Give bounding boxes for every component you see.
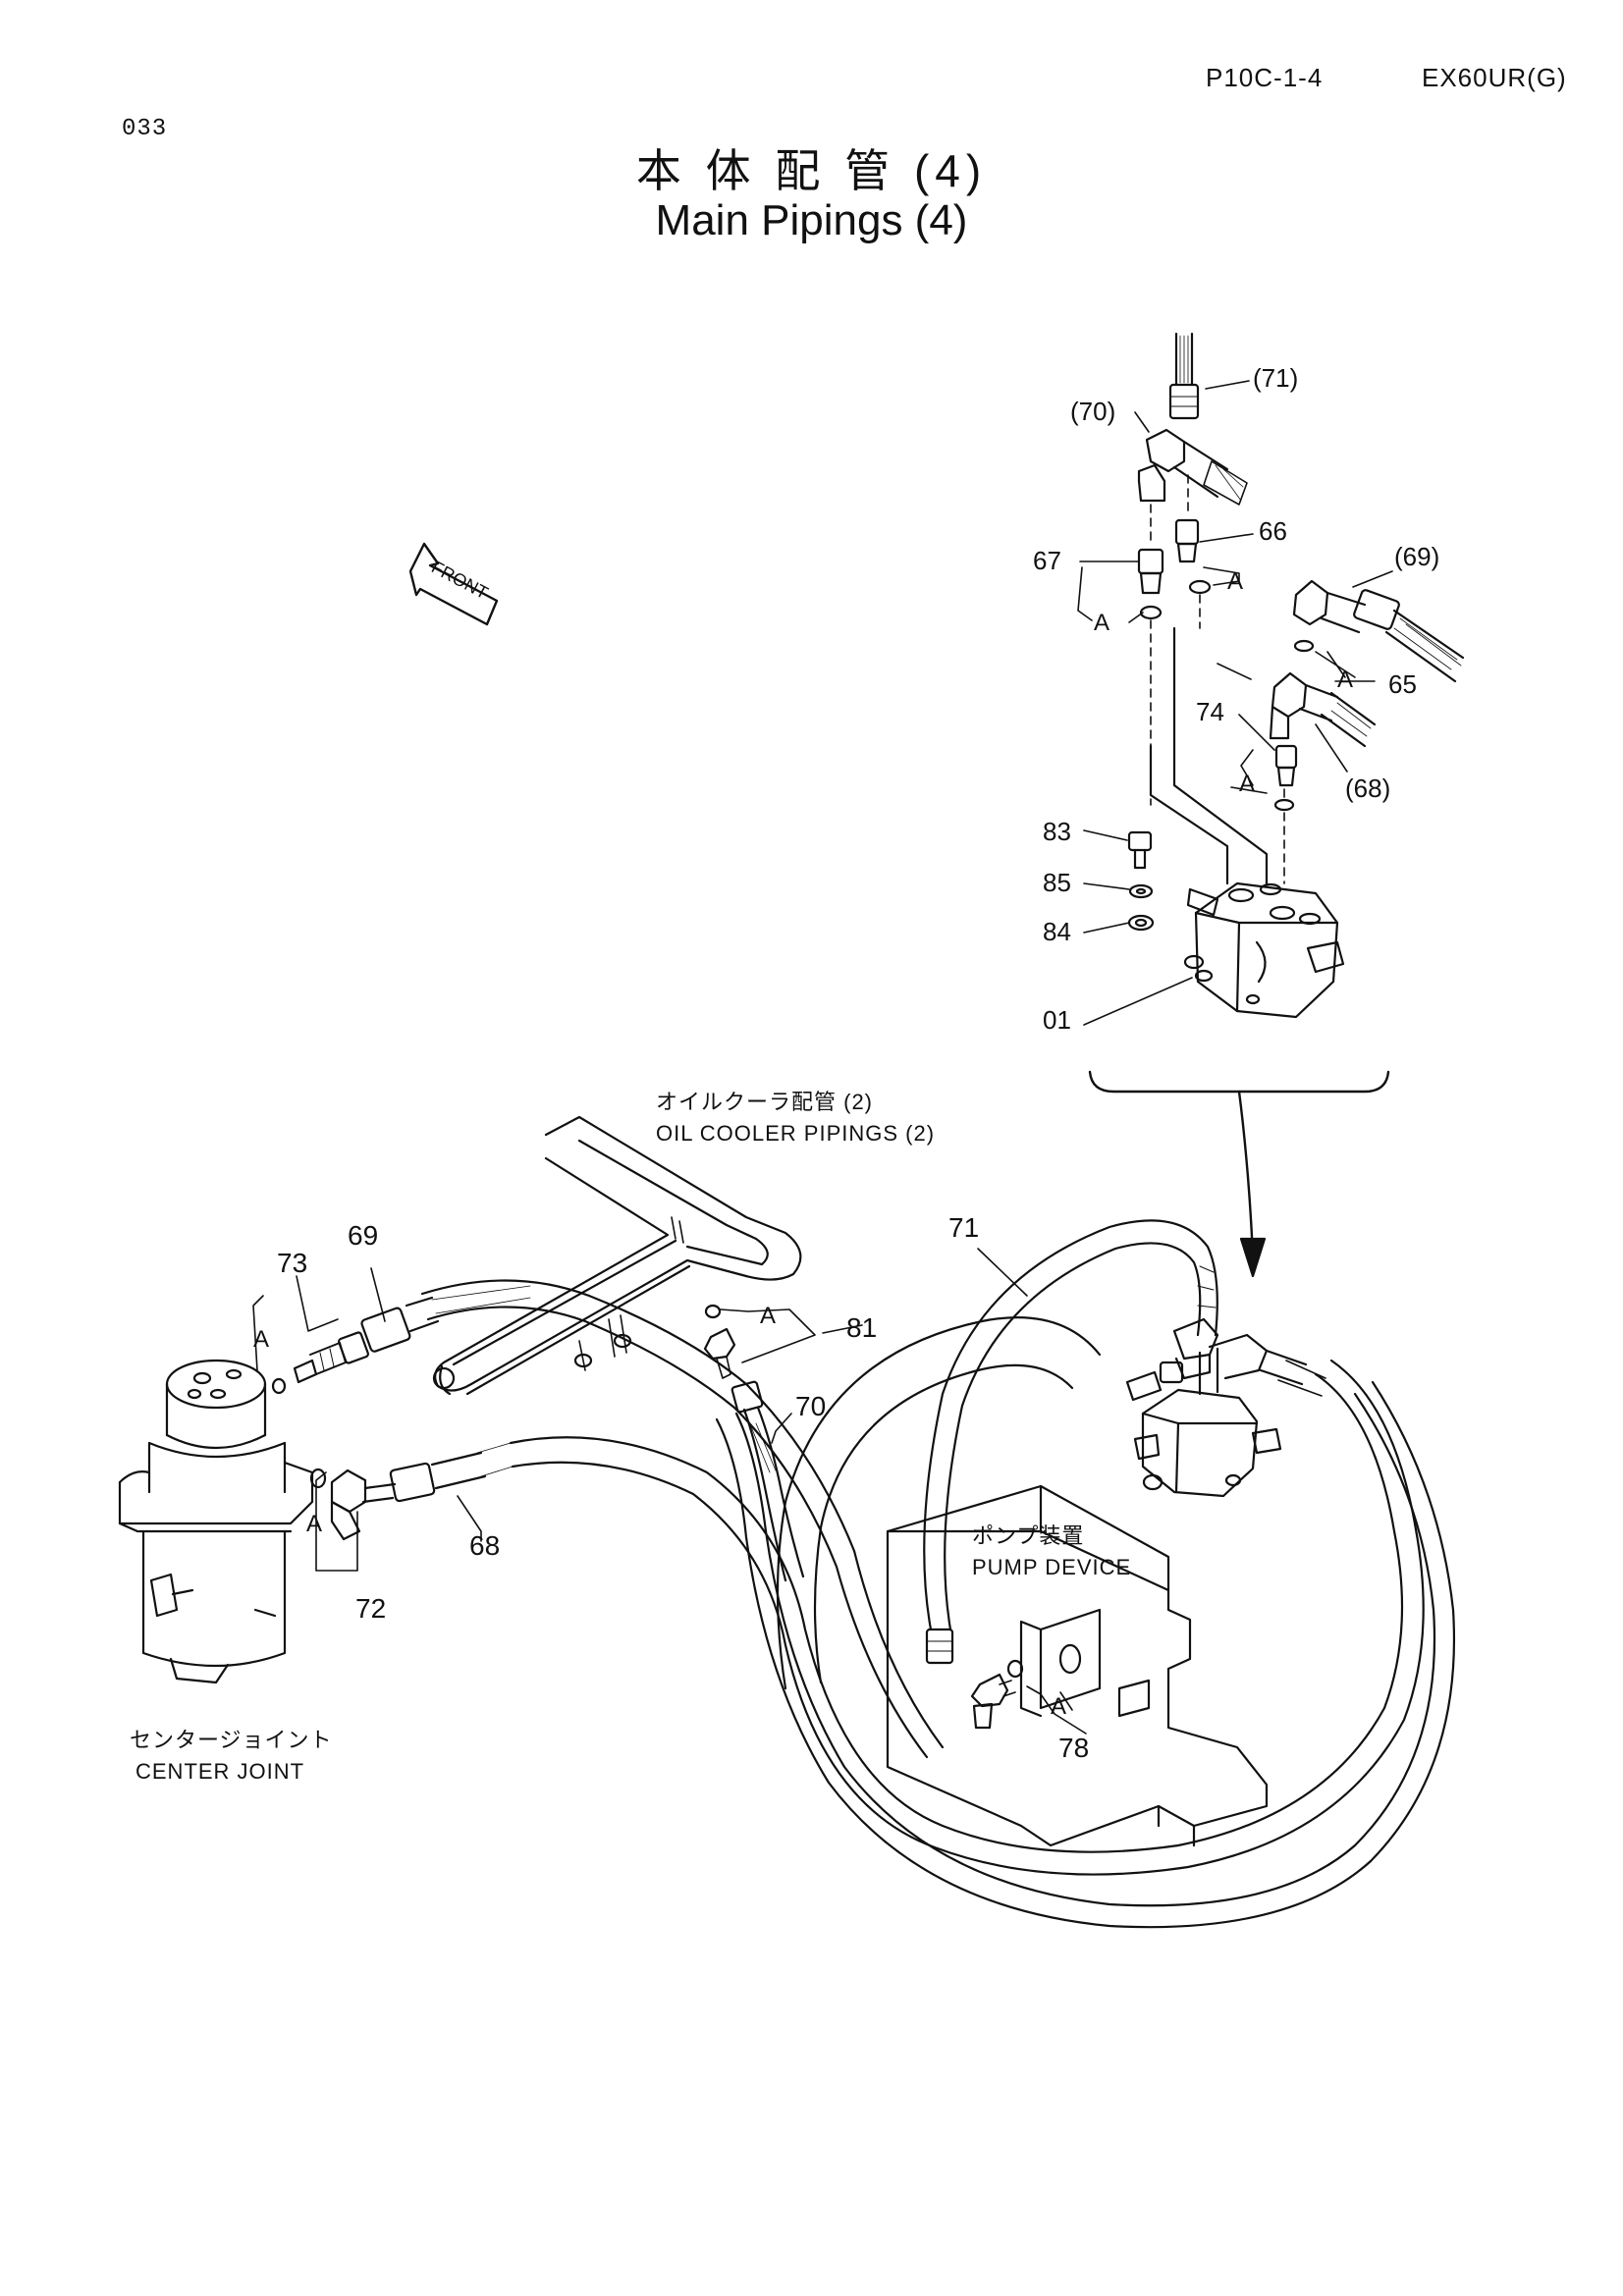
callout-a2: A <box>306 1511 322 1537</box>
callout-detail-a1: A <box>1094 610 1109 636</box>
callout-detail-67: 67 <box>1033 546 1061 575</box>
callout-detail-84: 84 <box>1043 917 1071 946</box>
callout-detail-a4: A <box>1239 771 1255 797</box>
model-code: EX60UR(G) <box>1422 63 1567 92</box>
valve-detail-view: (71) (70) 66 67 (69) 65 74 (68) 83 85 84… <box>1033 332 1465 1278</box>
callout-detail-83: 83 <box>1043 817 1071 846</box>
front-arrow-icon: FRONT <box>408 542 499 626</box>
center-joint: センタージョイント CENTER JOINT <box>118 1359 333 1784</box>
callout-68: 68 <box>469 1530 500 1561</box>
oil-cooler-piping: オイルクーラ配管 (2) OIL COOLER PIPINGS (2) <box>432 1090 935 1396</box>
callout-detail-71: (71) <box>1253 363 1298 393</box>
page-title: Main Pipings (4) <box>655 196 968 244</box>
callout-detail-74: 74 <box>1196 697 1224 726</box>
callout-detail-01: 01 <box>1043 1005 1071 1035</box>
callout-detail-66: 66 <box>1259 516 1287 546</box>
callout-81: 81 <box>846 1312 877 1343</box>
main-view-leaders <box>252 1248 1087 1735</box>
oil-cooler-label-japanese: オイルクーラ配管 (2) <box>656 1090 873 1114</box>
callout-detail-85: 85 <box>1043 868 1071 897</box>
callout-detail-a2: A <box>1227 568 1243 595</box>
center-joint-fittings <box>271 1279 1456 1929</box>
pump-device-label-japanese: ポンプ装置 <box>972 1523 1084 1548</box>
center-joint-label-japanese: センタージョイント <box>130 1728 333 1752</box>
callout-detail-69: (69) <box>1394 542 1439 571</box>
pump-device: ポンプ装置 PUMP DEVICE <box>776 1219 1326 1847</box>
oil-cooler-label: OIL COOLER PIPINGS (2) <box>656 1121 935 1146</box>
callout-71: 71 <box>948 1212 979 1243</box>
page-number: 033 <box>122 116 168 142</box>
callout-detail-a3: A <box>1337 667 1353 693</box>
callout-73: 73 <box>277 1248 307 1278</box>
callout-detail-68: (68) <box>1345 774 1390 803</box>
callout-detail-65: 65 <box>1388 669 1417 699</box>
callout-70: 70 <box>795 1391 826 1421</box>
callout-a3: A <box>760 1303 776 1329</box>
callout-69: 69 <box>348 1220 378 1251</box>
front-arrow-label: FRONT <box>428 557 491 603</box>
center-joint-label: CENTER JOINT <box>135 1759 304 1784</box>
callout-detail-70: (70) <box>1070 397 1115 426</box>
pump-device-label: PUMP DEVICE <box>972 1555 1131 1579</box>
page-code: P10C-1-4 <box>1206 63 1324 92</box>
title-japanese: 本 体 配 管 (4) <box>635 145 988 196</box>
callout-78: 78 <box>1058 1733 1089 1763</box>
callout-a1: A <box>253 1326 269 1353</box>
callout-a4: A <box>1051 1693 1066 1720</box>
oil-cooler-fittings <box>703 1304 805 1582</box>
callout-72: 72 <box>355 1593 386 1624</box>
